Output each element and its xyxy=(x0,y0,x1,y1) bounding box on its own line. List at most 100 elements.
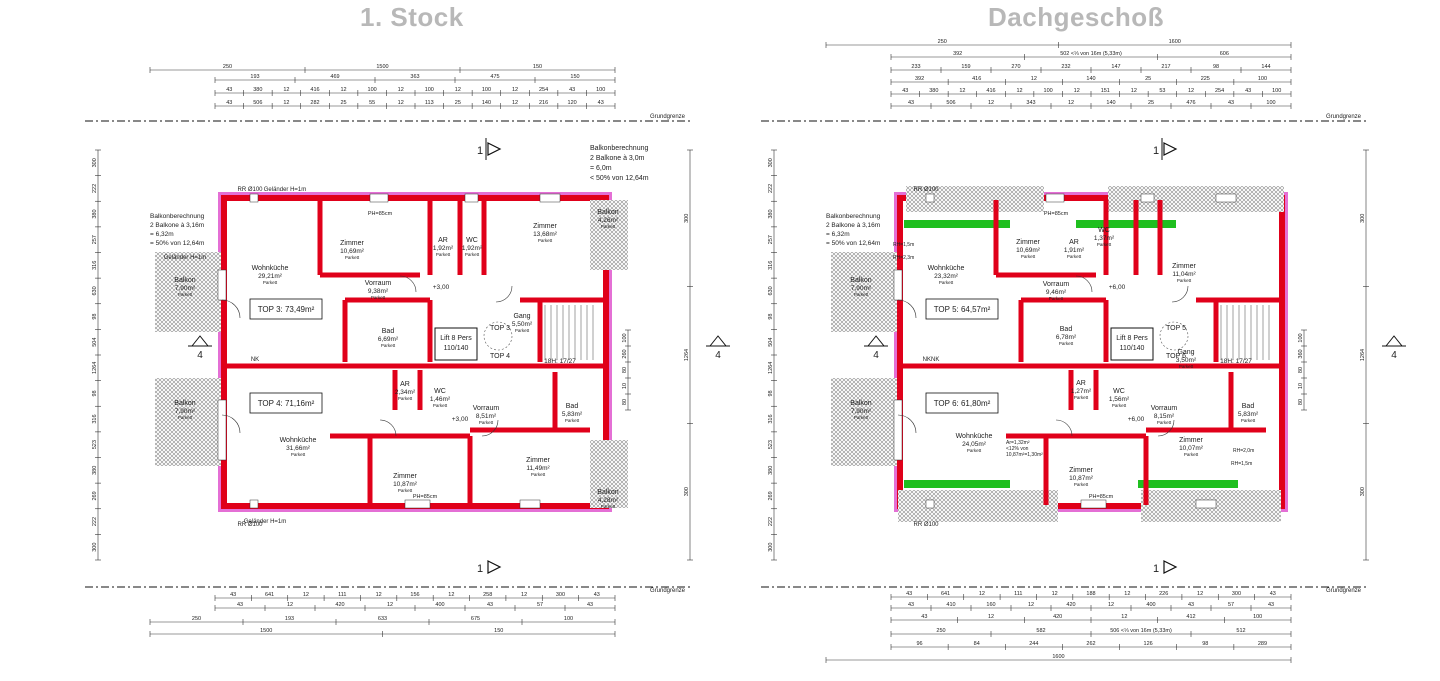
room-name-right-3: Zimmer xyxy=(1172,263,1196,270)
dim-top-0-label: 250 xyxy=(938,39,947,45)
dim-top-4-label: 12 xyxy=(1188,88,1194,94)
room-name-left-5: Vorraum xyxy=(365,280,392,287)
room-name-right-1: AR xyxy=(1069,239,1079,246)
dim-bottom-0-label: 258 xyxy=(483,592,492,598)
balkon-note-right-1: 2 Balkone à 3,0m xyxy=(590,155,645,162)
dim-top-4-label: 416 xyxy=(986,88,995,94)
dim-right-outer-right-label: 300 xyxy=(1360,487,1366,496)
dim-bottom-0-label: 12 xyxy=(376,592,382,598)
dim-top-3-label: 43 xyxy=(226,100,232,106)
dim-bottom-1-label: 12 xyxy=(1108,602,1114,608)
dim-bottom-0-label: 188 xyxy=(1086,591,1095,597)
ph-bottom-right: PH=85cm xyxy=(1089,494,1114,500)
dim-left-left-label: 504 xyxy=(92,338,98,347)
level-a-right: +6,00 xyxy=(1109,284,1126,291)
dim-top-0-label: 1600 xyxy=(1169,39,1181,45)
section-marker-bottom: 1 xyxy=(1153,563,1159,575)
dim-left-left-label: 98 xyxy=(92,314,98,320)
window-bottom-2 xyxy=(519,499,541,509)
room-area-right-16: 7,90m² xyxy=(851,408,872,415)
window-bottom-1 xyxy=(404,499,431,509)
room-floor-right-13: Parkett xyxy=(967,448,982,453)
balcony-west-top xyxy=(155,252,221,332)
room-area-right-15: 10,07m² xyxy=(1179,445,1204,452)
dim-top-3-label: 12 xyxy=(283,100,289,106)
dim-top-5-label: 43 xyxy=(1228,100,1234,106)
dim-bottom-1-label: 400 xyxy=(1146,602,1155,608)
dim-left-left-label: 316 xyxy=(92,414,98,423)
room-area-left-2: 1,92m² xyxy=(462,245,483,252)
balcony-west-bottom xyxy=(155,378,221,466)
dim-bottom-4-label: 126 xyxy=(1144,641,1153,647)
room-floor-left-2: Parkett xyxy=(465,252,480,257)
dim-top-2-label: 43 xyxy=(226,87,232,93)
dim-top-2-label: 12 xyxy=(283,87,289,93)
dim-bottom-1-label: 410 xyxy=(946,602,955,608)
dim-top-2-label: 100 xyxy=(482,87,491,93)
room-name-right-11: Vorraum xyxy=(1151,405,1178,412)
dim-bottom-3-label: 1500 xyxy=(260,628,272,634)
rh-label-1: RH=2,3m xyxy=(893,255,914,261)
room-name-left-17: Balkon xyxy=(174,400,196,407)
dim-bottom-2-label: 193 xyxy=(285,616,294,622)
window-top-1 xyxy=(1045,193,1065,203)
room-floor-right-6: Parkett xyxy=(1059,341,1074,346)
top-tag-b-right: TOP 6 xyxy=(1166,353,1186,360)
dim-top-3-label: 225 xyxy=(1201,76,1210,82)
room-floor-left-10: Parkett xyxy=(398,396,413,401)
room-area-left-14: 31,66m² xyxy=(286,445,311,452)
apartment-label-b-left: TOP 4: 71,16m² xyxy=(258,399,315,408)
room-name-left-9: Balkon xyxy=(597,209,619,216)
room-area-left-13: 5,83m² xyxy=(562,411,583,418)
room-area-left-18: 4,28m² xyxy=(598,497,619,504)
dim-top-4-label: 100 xyxy=(1044,88,1053,94)
dim-top-3-label: 12 xyxy=(512,100,518,106)
dim-top-4-label: 12 xyxy=(959,88,965,94)
dim-top-2-label: 12 xyxy=(341,87,347,93)
dim-bottom-1-label: 43 xyxy=(237,602,243,608)
room-area-left-8: 7,90m² xyxy=(175,285,196,292)
dim-right-outer-right-label: 1264 xyxy=(1360,349,1366,361)
dim-top-3-label: 55 xyxy=(369,100,375,106)
dim-top-1-label: 392 xyxy=(953,51,962,57)
room-name-right-15: Zimmer xyxy=(1179,437,1203,444)
room-floor-right-14: Parkett xyxy=(1074,482,1089,487)
room-name-left-1: AR xyxy=(438,237,448,244)
dim-left-right-label: 98 xyxy=(768,314,774,320)
dim-left-left-label: 380 xyxy=(92,209,98,218)
room-name-left-11: WC xyxy=(434,388,446,395)
room-floor-right-3: Parkett xyxy=(1177,278,1192,283)
balkon-note-right-2: = 6,0m xyxy=(590,165,612,172)
room-floor-left-11: Parkett xyxy=(433,403,448,408)
dim-right-inner-left-label: 80 xyxy=(622,367,628,373)
dim-bottom-0-label: 12 xyxy=(1052,591,1058,597)
room-area-left-9: 4,26m² xyxy=(598,217,619,224)
grundgrenze-label-bottom: Grundgrenze xyxy=(1326,588,1362,594)
window-bottom-0 xyxy=(249,499,259,509)
apartment-box-a-left xyxy=(249,298,323,320)
dim-top-2-label: 380 xyxy=(253,87,262,93)
level-a-left: +3,00 xyxy=(433,284,450,291)
dim-top-4-label: 100 xyxy=(1272,88,1281,94)
dim-bottom-1-label: 12 xyxy=(1028,602,1034,608)
room-area-right-4: 23,32m² xyxy=(934,273,959,280)
room-name-left-16: Zimmer xyxy=(526,457,550,464)
ph-bottom-left: PH=85cm xyxy=(413,494,438,500)
section-marker-top: 1 xyxy=(477,145,483,157)
room-floor-left-15: Parkett xyxy=(398,488,413,493)
dim-top-4-label: 12 xyxy=(1017,88,1023,94)
dim-bottom-2-label: 100 xyxy=(564,616,573,622)
level-b-right: +6,00 xyxy=(1128,416,1145,423)
room-area-right-12: 5,83m² xyxy=(1238,411,1259,418)
balkon-note-left-3: = 50% von 12,64m xyxy=(150,240,204,247)
dim-left-left-label: 380 xyxy=(92,466,98,475)
room-name-right-8: Balkon xyxy=(850,277,872,284)
dim-top-1-label: 606 xyxy=(1220,51,1229,57)
section-number-right: 4 xyxy=(715,350,721,361)
room-floor-right-1: Parkett xyxy=(1067,254,1082,259)
room-area-left-11: 1,46m² xyxy=(430,396,451,403)
balkon-note-left-2: = 6,32m xyxy=(150,231,174,238)
dim-top-0-label: 1500 xyxy=(376,64,388,70)
nk-label-right: NKNK xyxy=(923,357,940,363)
